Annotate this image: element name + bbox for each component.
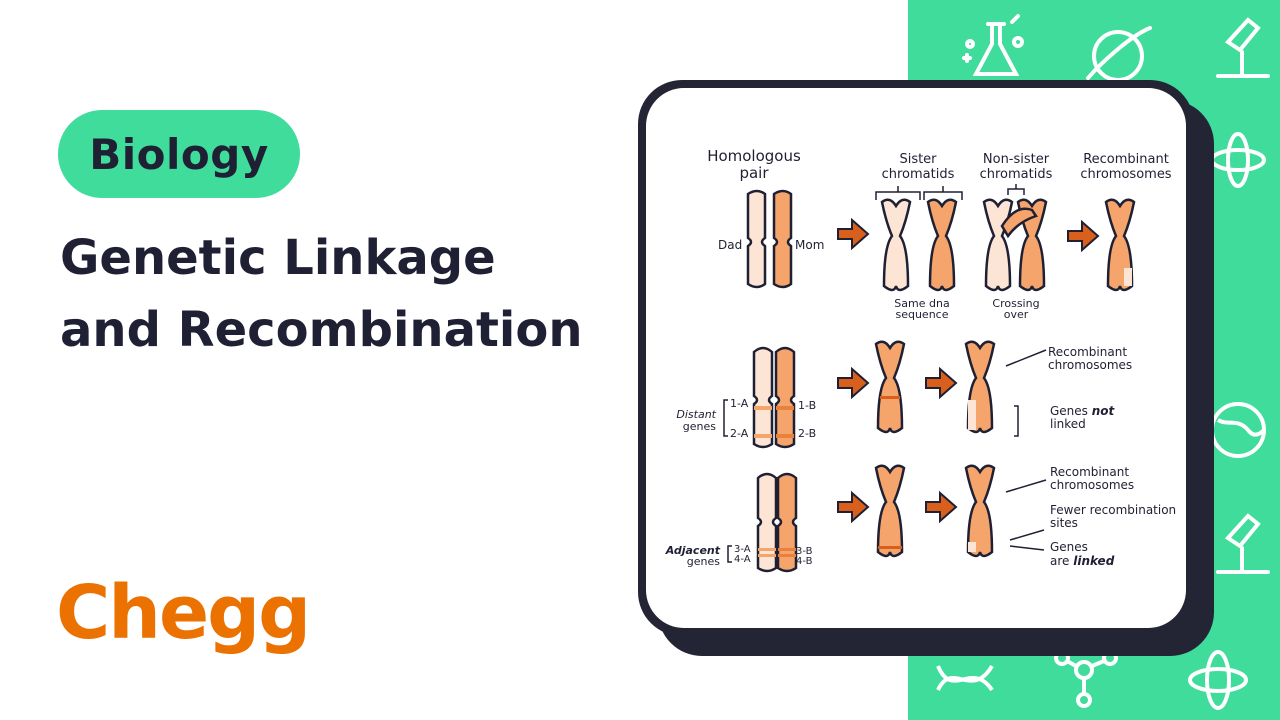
page-title-line-2: and Recombination — [60, 302, 583, 358]
adjacent-genes-bracket — [727, 545, 732, 563]
mom-chromosome — [772, 189, 793, 289]
recombination-diagram: Homologous pair Dad Mom Sister chromatid… — [665, 147, 1176, 573]
dna-icon — [936, 664, 994, 692]
subject-badge: Biology — [58, 110, 300, 198]
recombinant-label: chromosomes — [1048, 358, 1132, 372]
arrow-icon — [925, 366, 958, 400]
arrow-icon — [1067, 219, 1100, 253]
sister-chromatids-label: Sister — [899, 152, 937, 167]
genes-linked-label: are linked — [1050, 554, 1115, 568]
gene-4b-label: 4-B — [796, 556, 813, 567]
linked-bracket — [1014, 405, 1019, 437]
distant-genes-label: genes — [683, 420, 716, 433]
arrow-icon — [837, 490, 870, 524]
gene-2b-label: 2-B — [798, 427, 816, 440]
same-dna-label: Same dna — [894, 297, 949, 310]
crossing-over-pair — [982, 198, 1048, 292]
sister-chromatid-pair — [880, 198, 912, 292]
sister-chromatid-pair — [926, 198, 958, 292]
genes-linked-label: Genes — [1050, 540, 1088, 554]
arrow-icon — [837, 217, 870, 251]
mom-chromosome — [776, 472, 798, 573]
crossing-over-label: over — [1004, 308, 1029, 321]
sister-bracket — [875, 186, 963, 200]
distant-genes-bracket — [723, 399, 728, 437]
recombinant-label: chromosomes — [1050, 478, 1134, 492]
non-sister-chromatids-label: chromatids — [980, 167, 1053, 182]
sister-chromatid-pair — [874, 464, 906, 558]
homologous-pair-label: pair — [739, 164, 769, 182]
crossing-over-label: Crossing — [992, 297, 1039, 310]
gene-3b-label: 3-B — [796, 546, 813, 557]
recombinant-chromosomes — [964, 464, 996, 558]
distant-genes-label: Distant — [676, 408, 716, 421]
dad-chromosome — [756, 472, 778, 573]
diagram-card-body: Homologous pair Dad Mom Sister chromatid… — [646, 88, 1186, 628]
gene-1a-label: 1-A — [730, 397, 749, 410]
dad-chromosome — [746, 189, 767, 289]
diagram-card: Homologous pair Dad Mom Sister chromatid… — [638, 80, 1194, 636]
recombinant-label: chromosomes — [1080, 167, 1171, 182]
atom-icon — [1188, 650, 1248, 710]
pointer-line — [1009, 529, 1045, 551]
adjacent-genes-label: genes — [687, 555, 720, 568]
mom-chromosome — [774, 346, 796, 449]
genes-not-linked-label: Genes not — [1050, 404, 1116, 418]
gene-4a-label: 4-A — [734, 554, 751, 565]
dad-chromosome — [752, 346, 774, 449]
gene-2a-label: 2-A — [730, 427, 749, 440]
mom-label: Mom — [795, 238, 824, 252]
recombinant-chromosomes — [1104, 198, 1136, 292]
microscope-icon — [1216, 513, 1270, 574]
pointer-line — [1005, 349, 1047, 367]
adjacent-genes-label: Adjacent — [665, 544, 721, 557]
same-dna-label: sequence — [895, 308, 948, 321]
fewer-recombination-label: sites — [1050, 516, 1078, 530]
recombinant-label: Recombinant — [1050, 465, 1129, 479]
recombinant-label: Recombinant — [1048, 345, 1127, 359]
globe-icon — [1210, 402, 1266, 458]
homologous-pair-label: Homologous — [707, 147, 801, 165]
atom-icon — [1210, 132, 1266, 188]
chegg-logo: Chegg — [56, 570, 311, 656]
gene-1b-label: 1-B — [798, 399, 816, 412]
recombinant-label: Recombinant — [1083, 152, 1169, 167]
sister-chromatid-pair — [874, 340, 906, 434]
page-title-line-1: Genetic Linkage — [60, 230, 496, 286]
gene-3a-label: 3-A — [734, 544, 751, 555]
non-sister-bracket — [1007, 184, 1025, 195]
microscope-icon — [1216, 17, 1270, 78]
flask-icon — [962, 14, 1024, 76]
pointer-line — [1005, 479, 1047, 493]
recombinant-chromosomes — [964, 340, 996, 434]
arrow-icon — [837, 366, 870, 400]
arrow-icon — [925, 490, 958, 524]
sister-chromatids-label: chromatids — [882, 167, 955, 182]
genes-not-linked-label: linked — [1050, 417, 1086, 431]
dad-label: Dad — [718, 238, 742, 252]
non-sister-chromatids-label: Non-sister — [983, 152, 1050, 167]
fewer-recombination-label: Fewer recombination — [1050, 503, 1176, 517]
